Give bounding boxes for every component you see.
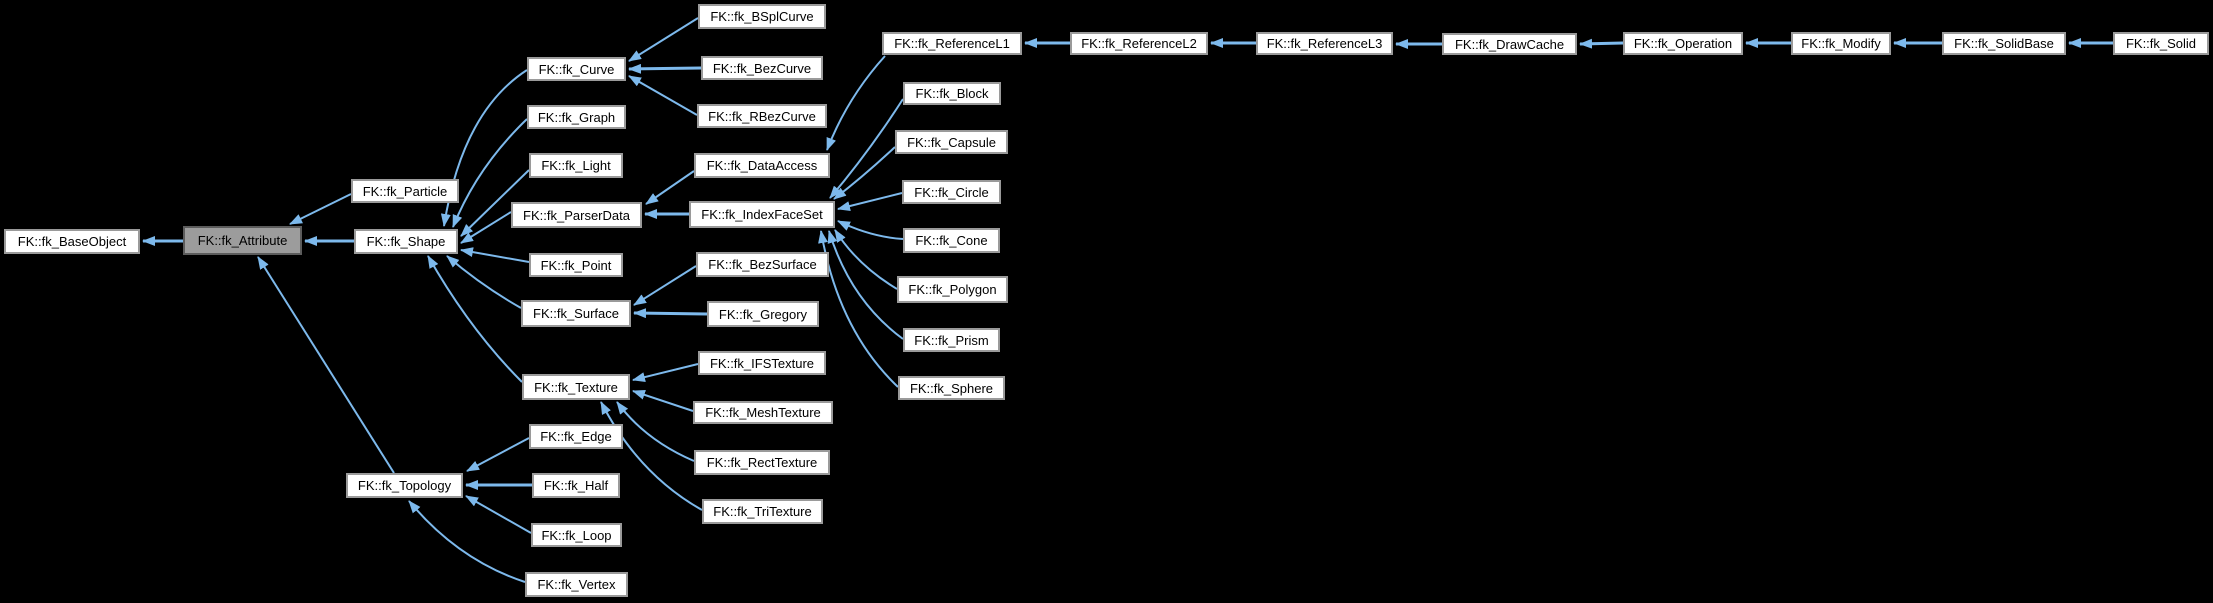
- inheritance-arrow-cone-to-indexfaceset: [837, 220, 904, 240]
- inheritance-arrow-capsule-to-indexfaceset: [833, 146, 896, 200]
- class-node-referencel2[interactable]: FK::fk_ReferenceL2: [1070, 32, 1208, 55]
- class-node-texture[interactable]: FK::fk_Texture: [522, 374, 630, 400]
- class-node-bsplcurve[interactable]: FK::fk_BSplCurve: [698, 4, 826, 29]
- inheritance-arrow-point-to-shape: [460, 247, 530, 263]
- class-node-tritexture[interactable]: FK::fk_TriTexture: [702, 499, 823, 524]
- class-node-edge[interactable]: FK::fk_Edge: [529, 424, 623, 449]
- inheritance-arrow-ifstexture-to-texture: [632, 363, 699, 382]
- class-node-point[interactable]: FK::fk_Point: [529, 253, 623, 277]
- class-node-bezsurface[interactable]: FK::fk_BezSurface: [696, 252, 829, 277]
- class-node-curve[interactable]: FK::fk_Curve: [527, 57, 626, 81]
- class-node-parserdata[interactable]: FK::fk_ParserData: [511, 202, 642, 228]
- class-node-modify[interactable]: FK::fk_Modify: [1791, 32, 1891, 55]
- inheritance-arrow-gregory-to-surface: [633, 308, 708, 319]
- inheritance-arrow-recttexture-to-texture: [616, 401, 695, 462]
- class-node-cone[interactable]: FK::fk_Cone: [903, 228, 1000, 253]
- inheritance-arrow-block-to-indexfaceset: [829, 98, 904, 199]
- class-node-ifstexture[interactable]: FK::fk_IFSTexture: [698, 351, 826, 375]
- class-node-dataaccess[interactable]: FK::fk_DataAccess: [694, 153, 830, 178]
- inheritance-arrow-rbezcurve-to-curve: [628, 75, 698, 116]
- class-node-prism[interactable]: FK::fk_Prism: [903, 328, 1000, 352]
- inheritance-arrow-circle-to-indexfaceset: [837, 192, 903, 211]
- inheritance-arrow-texture-to-shape: [427, 255, 523, 383]
- inheritance-arrow-surface-to-shape: [446, 255, 522, 309]
- inheritance-arrow-dataaccess-to-parserdata: [645, 170, 695, 205]
- class-node-half[interactable]: FK::fk_Half: [532, 473, 620, 498]
- class-node-referencel1[interactable]: FK::fk_ReferenceL1: [882, 32, 1022, 55]
- class-node-shape[interactable]: FK::fk_Shape: [354, 229, 458, 254]
- class-node-polygon[interactable]: FK::fk_Polygon: [897, 276, 1008, 303]
- class-node-surface[interactable]: FK::fk_Surface: [521, 300, 631, 327]
- inheritance-arrow-vertex-to-topology: [408, 500, 526, 583]
- class-node-topology[interactable]: FK::fk_Topology: [346, 473, 463, 498]
- class-node-sphere[interactable]: FK::fk_Sphere: [898, 376, 1005, 400]
- class-node-baseobject[interactable]: FK::fk_BaseObject: [4, 229, 140, 254]
- class-node-meshtexture[interactable]: FK::fk_MeshTexture: [693, 401, 833, 424]
- class-node-block[interactable]: FK::fk_Block: [903, 82, 1001, 105]
- inheritance-arrow-sphere-to-indexfaceset: [818, 230, 899, 388]
- inheritance-arrow-graph-to-shape: [452, 118, 528, 228]
- class-node-indexfaceset[interactable]: FK::fk_IndexFaceSet: [689, 201, 835, 228]
- class-node-capsule[interactable]: FK::fk_Capsule: [895, 130, 1008, 154]
- inheritance-arrow-edge-to-topology: [466, 437, 530, 472]
- class-node-light[interactable]: FK::fk_Light: [529, 153, 623, 178]
- inheritance-arrow-bezcurve-to-curve: [628, 63, 702, 74]
- inheritance-arrow-bsplcurve-to-curve: [628, 17, 699, 62]
- inheritance-arrow-particle-to-attribute: [289, 193, 352, 225]
- inheritance-arrow-bezsurface-to-surface: [633, 265, 697, 306]
- inheritance-arrow-referencel1-to-dataaccess: [826, 55, 886, 151]
- inheritance-arrow-meshtexture-to-texture: [632, 390, 694, 412]
- class-node-rbezcurve[interactable]: FK::fk_RBezCurve: [697, 104, 827, 128]
- class-node-particle[interactable]: FK::fk_Particle: [351, 179, 459, 203]
- class-node-circle[interactable]: FK::fk_Circle: [902, 180, 1001, 204]
- class-node-solid[interactable]: FK::fk_Solid: [2113, 32, 2209, 55]
- inheritance-arrow-topology-to-attribute: [257, 256, 395, 474]
- class-node-graph[interactable]: FK::fk_Graph: [527, 105, 626, 129]
- class-node-gregory[interactable]: FK::fk_Gregory: [707, 301, 819, 327]
- class-node-drawcache[interactable]: FK::fk_DrawCache: [1442, 33, 1577, 55]
- class-node-operation[interactable]: FK::fk_Operation: [1623, 32, 1743, 55]
- class-node-attribute[interactable]: FK::fk_Attribute: [183, 226, 302, 255]
- inheritance-arrow-operation-to-drawcache: [1579, 38, 1624, 49]
- inheritance-arrow-prism-to-indexfaceset: [827, 230, 904, 340]
- inheritance-arrow-parserdata-to-shape: [460, 211, 512, 244]
- inheritance-arrow-loop-to-topology: [465, 495, 532, 534]
- inheritance-arrow-tritexture-to-texture: [600, 401, 703, 511]
- class-node-recttexture[interactable]: FK::fk_RectTexture: [694, 450, 830, 475]
- class-node-vertex[interactable]: FK::fk_Vertex: [525, 572, 628, 597]
- inheritance-arrow-light-to-shape: [460, 169, 530, 237]
- class-node-referencel3[interactable]: FK::fk_ReferenceL3: [1256, 32, 1393, 55]
- class-node-loop[interactable]: FK::fk_Loop: [531, 523, 622, 547]
- class-node-solidbase[interactable]: FK::fk_SolidBase: [1942, 32, 2066, 55]
- inheritance-arrow-polygon-to-indexfaceset: [834, 229, 898, 290]
- class-node-bezcurve[interactable]: FK::fk_BezCurve: [701, 56, 823, 80]
